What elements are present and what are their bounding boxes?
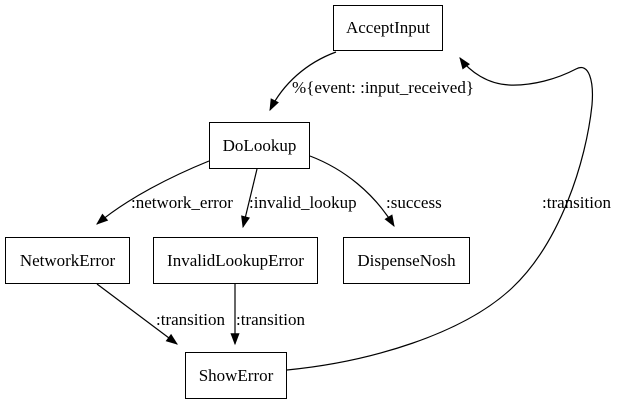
edge-dolookup-dispensenosh	[309, 155, 395, 228]
node-networkerror-label: NetworkError	[19, 250, 116, 270]
edge-showerror-acceptinput	[286, 57, 594, 371]
edge-acceptinput-dolookup	[269, 51, 337, 112]
node-showerror: ShowError	[185, 352, 287, 399]
node-networkerror: NetworkError	[5, 237, 130, 284]
edge-dolookup-invalidlookuperror	[241, 168, 258, 229]
node-acceptinput: AcceptInput	[333, 5, 443, 51]
node-showerror-label: ShowError	[198, 365, 274, 385]
node-invalidlookuperror: InvalidLookupError	[153, 237, 318, 284]
edge-dolookup-networkerror	[96, 160, 210, 225]
node-dispensenosh: DispenseNosh	[343, 237, 470, 284]
edge-label-transition-showerror: :transition	[542, 193, 611, 212]
node-invalidlookuperror-label: InvalidLookupError	[167, 250, 304, 270]
node-dolookup-label: DoLookup	[222, 135, 297, 155]
edge-label-network-error: :network_error	[131, 193, 233, 212]
edge-label-input-received: %{event: :input_received}	[292, 78, 475, 97]
node-acceptinput-label: AcceptInput	[345, 18, 431, 37]
node-dispensenosh-label: DispenseNosh	[357, 250, 456, 270]
edge-label-invalid-lookup: :invalid_lookup	[249, 193, 357, 212]
edge-networkerror-showerror	[96, 283, 178, 345]
edge-label-success: :success	[386, 193, 442, 212]
edge-label-transition-invalidlookuperror: :transition	[236, 310, 305, 329]
node-dolookup: DoLookup	[209, 122, 310, 169]
edge-label-transition-networkerror: :transition	[156, 310, 225, 329]
